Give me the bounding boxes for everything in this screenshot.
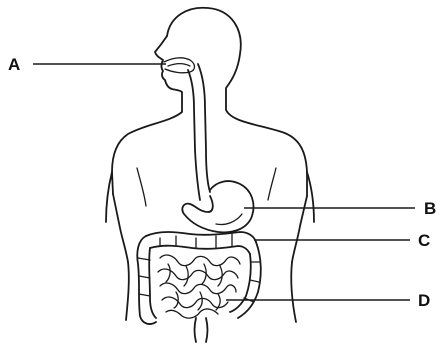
label-c: C: [418, 231, 430, 250]
mouth: [164, 58, 195, 73]
head-outline: [167, 8, 307, 196]
small-intestine-coils-5: [166, 309, 218, 318]
transverse-colon-top: [146, 232, 256, 242]
tongue: [168, 64, 190, 66]
right-hip-line: [291, 262, 296, 322]
face-profile: [112, 36, 182, 194]
colon-haustra: [138, 234, 260, 302]
rectum: [195, 318, 208, 342]
stomach-fold: [216, 214, 242, 225]
stomach: [182, 181, 253, 232]
small-intestine: [158, 255, 240, 318]
descending-colon-inner: [230, 254, 251, 312]
small-intestine-coils-4: [162, 297, 228, 308]
left-torso-line: [113, 194, 128, 262]
body-outline: [106, 8, 314, 322]
right-arm-line: [307, 172, 314, 222]
esophagus-left-wall: [188, 70, 200, 200]
esophagus: [188, 64, 210, 200]
right-torso-line: [292, 196, 307, 262]
label-b: B: [424, 199, 436, 218]
ascending-colon-inner: [149, 248, 156, 318]
left-arm-line: [106, 172, 112, 222]
label-a: A: [8, 55, 20, 74]
transverse-colon-bottom: [150, 246, 250, 254]
small-intestine-coils-3: [160, 283, 236, 294]
small-intestine-coils-1: [160, 255, 240, 266]
left-hip-line: [126, 262, 129, 320]
ascending-colon-outer: [137, 236, 156, 324]
label-d: D: [418, 291, 430, 310]
left-chest-line: [137, 168, 146, 206]
esophagus-right-wall: [198, 64, 210, 192]
large-intestine: [137, 232, 261, 342]
right-chest-line: [268, 168, 276, 200]
